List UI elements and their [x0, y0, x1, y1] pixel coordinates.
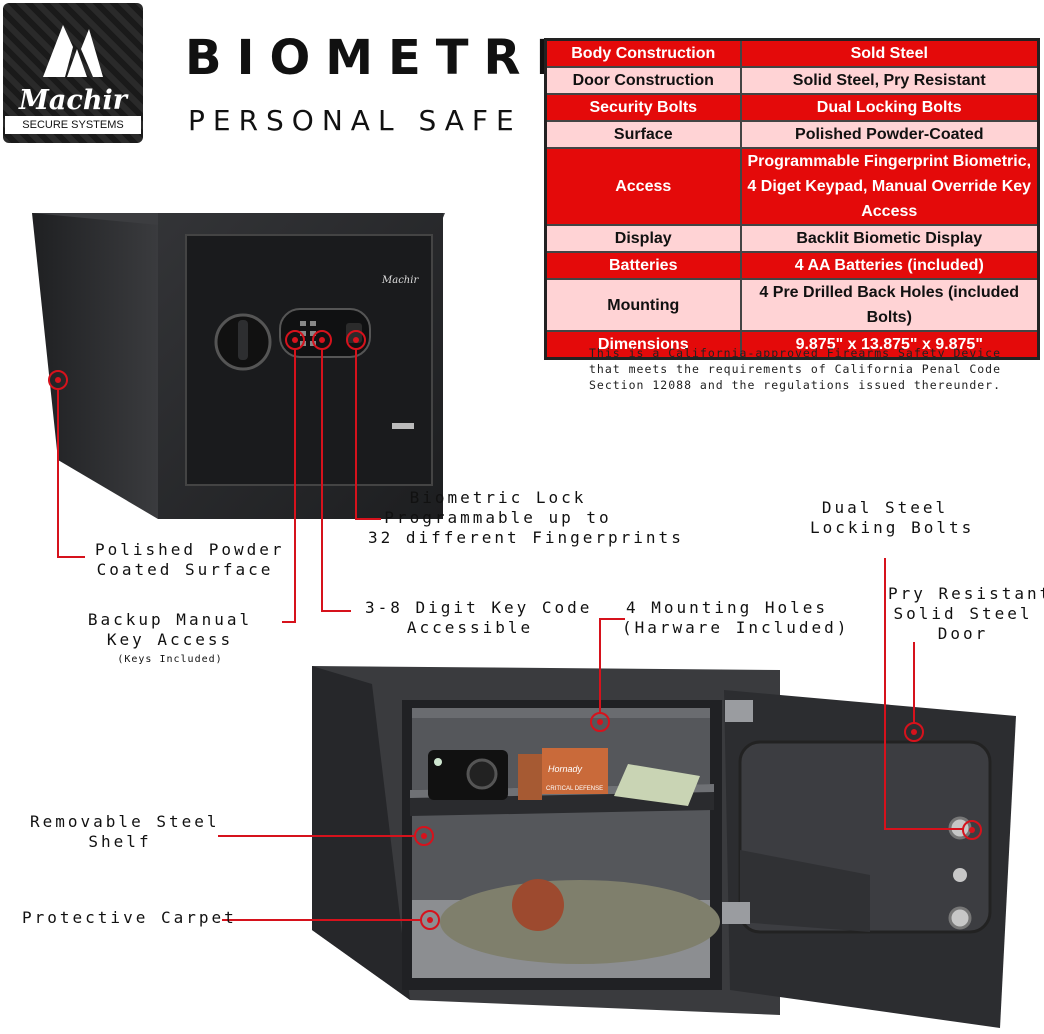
leader-line [294, 348, 296, 623]
brand-logo: Machir SECURE SYSTEMS [3, 3, 143, 143]
callout-line: Programmable up to [384, 508, 612, 527]
callout-line: Key Access [106, 630, 234, 649]
callout-keypad: 3-8 Digit Key Code Accessible [365, 598, 593, 638]
callout-note: (Keys Included) [117, 654, 223, 665]
spec-label: Batteries [544, 251, 742, 280]
leader-line [321, 348, 323, 612]
callout-surface: Polished Powder Coated Surface [95, 540, 285, 580]
callout-line: Removable Steel [30, 812, 220, 831]
leader-line [282, 621, 296, 623]
callout-line: Solid Steel [893, 604, 1033, 623]
callout-line: Biometric Lock [409, 488, 587, 507]
leader-line [222, 919, 422, 921]
callout-manual-key: Backup Manual Key Access (Keys Included) [85, 610, 255, 670]
title-line2: PERSONAL SAFE [188, 104, 522, 137]
callout-line: Dual Steel [821, 498, 949, 517]
leader-line [57, 388, 59, 558]
callout-shelf: Removable Steel Shelf [30, 812, 220, 852]
callout-bolts: Dual Steel Locking Bolts [810, 498, 975, 538]
spec-label: Access [544, 147, 742, 226]
callout-line: 3-8 Digit Key Code [365, 598, 593, 617]
callout-line: Door [937, 624, 989, 643]
callout-line: Accessible [406, 618, 534, 637]
logo-mark-icon [43, 25, 103, 77]
spec-value: 9.875" x 13.875" x 9.875" [739, 330, 1040, 360]
callout-line: Polished Powder [95, 540, 285, 559]
spec-label: Security Bolts [544, 93, 742, 122]
spec-label: Mounting [544, 278, 742, 332]
safe-door-brand: Machir [381, 275, 419, 286]
callout-line: Locking Bolts [810, 518, 975, 537]
hotspot-keypad [312, 330, 332, 350]
spec-value: Sold Steel [739, 38, 1040, 68]
callout-line: (Harware Included) [622, 618, 850, 637]
hotspot-bolts [962, 820, 982, 840]
ammo-label: CRITICAL DEFENSE [546, 786, 603, 792]
callout-line: Shelf [88, 832, 152, 851]
logo-brand: Machir [19, 85, 127, 116]
leader-line [57, 556, 85, 558]
callout-line: 32 different Fingerprints [368, 528, 684, 547]
callout-mounting: 4 Mounting Holes (Harware Included) [622, 598, 850, 638]
spec-value: Backlit Biometic Display [739, 224, 1040, 253]
spec-label: Display [544, 224, 742, 253]
hotspot-surface [48, 370, 68, 390]
leader-line [913, 642, 915, 724]
leader-line [321, 610, 351, 612]
spec-value: 4 AA Batteries (included) [739, 251, 1040, 280]
leader-line [599, 618, 601, 714]
spec-value: 4 Pre Drilled Back Holes (included Bolts… [739, 278, 1040, 332]
callout-line: 4 Mounting Holes [625, 598, 829, 617]
hotspot-mounting [590, 712, 610, 732]
leader-line [884, 558, 886, 830]
spec-label: Body Construction [544, 38, 742, 68]
hotspot-biometric [346, 330, 366, 350]
ammo-brand: Hornady [548, 764, 583, 774]
callout-line: Coated Surface [96, 560, 274, 579]
hotspot-shelf [414, 826, 434, 846]
title-line1: BIOMETRIC [185, 30, 619, 86]
hotspot-manual-key [285, 330, 305, 350]
logo-tagline: SECURE SYSTEMS [5, 116, 141, 134]
spec-label: Surface [544, 120, 742, 149]
callout-line: Backup Manual [87, 610, 253, 629]
spec-value: Polished Powder-Coated [739, 120, 1040, 149]
leader-line [355, 518, 381, 520]
spec-label: Door Construction [544, 66, 742, 95]
spec-value: Solid Steel, Pry Resistant [739, 66, 1040, 95]
closed-safe-image: Machir [32, 213, 445, 519]
callout-carpet: Protective Carpet [22, 908, 237, 928]
callout-line: Pry Resistant [888, 584, 1044, 603]
leader-line [355, 348, 357, 520]
leader-line [599, 618, 625, 620]
leader-line [884, 828, 964, 830]
compliance-note: This is a California-approved Firearms S… [588, 346, 1002, 392]
hotspot-carpet [420, 910, 440, 930]
callout-biometric-lock: Biometric Lock Programmable up to 32 dif… [368, 488, 684, 548]
spec-label: Dimensions [544, 330, 742, 360]
spec-value: Dual Locking Bolts [739, 93, 1040, 122]
callout-door: Pry Resistant Solid Steel Door [888, 584, 1044, 644]
hotspot-door [904, 722, 924, 742]
spec-value: Programmable Fingerprint Biometric, 4 Di… [739, 147, 1040, 226]
callout-line: Protective Carpet [22, 908, 237, 927]
leader-line [218, 835, 416, 837]
